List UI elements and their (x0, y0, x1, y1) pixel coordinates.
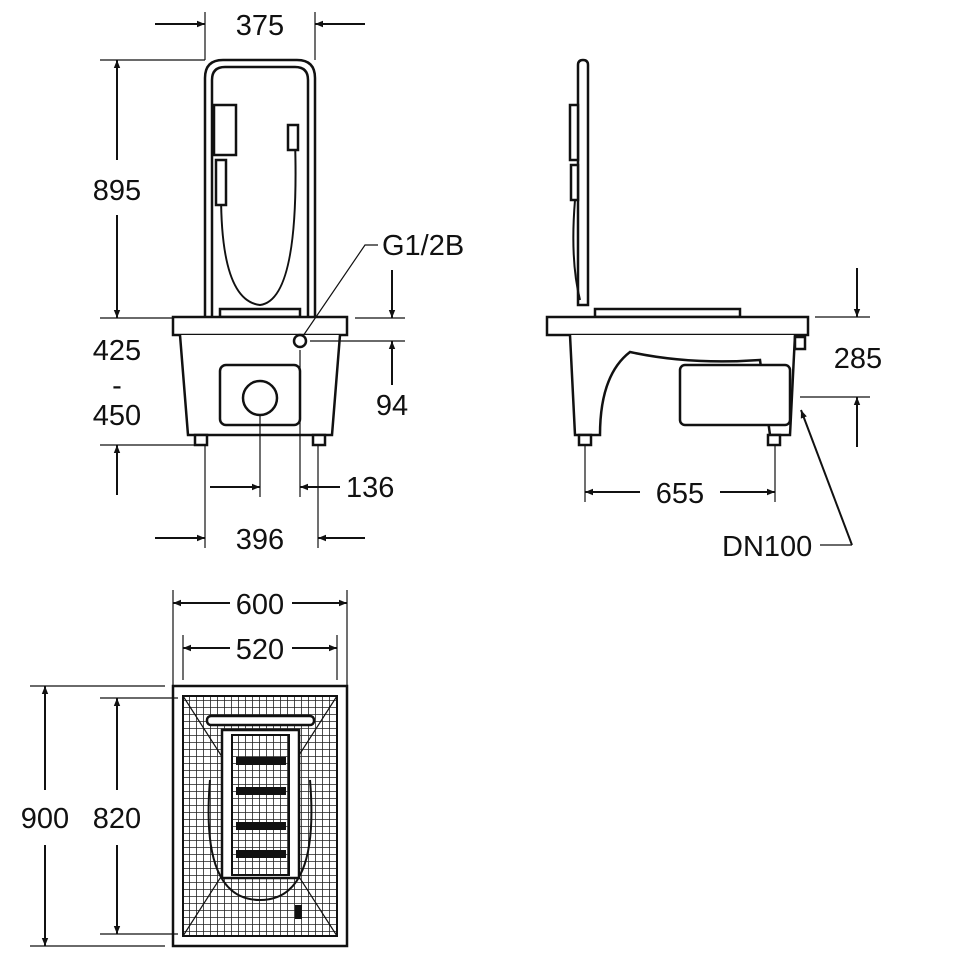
basin-top-side (545, 315, 810, 337)
foot-right (311, 433, 327, 447)
label-g1-2b: G1/2B (382, 230, 464, 262)
connection-side (793, 335, 807, 351)
shower-panel (576, 58, 590, 307)
dim-520: 520 (236, 634, 284, 666)
valve-top (295, 905, 302, 919)
dim-450: 450 (93, 400, 141, 432)
dim-900: 900 (21, 803, 69, 835)
dim-600: 600 (236, 589, 284, 621)
foot-side-left (577, 433, 593, 447)
fittings-top (236, 757, 286, 858)
top-view: 600 520 900 820 (21, 589, 349, 948)
dim-396: 396 (236, 524, 284, 556)
shower-head (212, 103, 238, 157)
dim-375: 375 (236, 10, 284, 42)
dim-655: 655 (656, 478, 704, 510)
hose-side (572, 199, 581, 301)
dim-136: 136 (346, 472, 394, 504)
hand-shower-side (569, 163, 580, 202)
basin-top (171, 315, 349, 337)
drain-box-side (678, 363, 792, 427)
basin-body-side (568, 334, 797, 437)
hand-shower (214, 158, 228, 207)
panel-top (205, 714, 316, 727)
panel-controls (568, 103, 580, 162)
side-view: 285 655 DN100 (545, 58, 882, 563)
dim-895: 895 (93, 175, 141, 207)
drain-outlet (241, 379, 279, 417)
hose-top (207, 779, 313, 902)
foot-side-right (766, 433, 782, 447)
dim-820: 820 (93, 803, 141, 835)
dim-285: 285 (834, 343, 882, 375)
water-connection (292, 333, 308, 349)
dim-94: 94 (376, 390, 408, 422)
dim-sep: - (112, 370, 122, 402)
shower-hose (220, 139, 297, 307)
front-view: 375 895 425 - 450 94 G1/2B 136 396 (93, 10, 464, 556)
foot-left (193, 433, 209, 447)
label-dn100: DN100 (722, 531, 812, 563)
valve (286, 123, 300, 152)
dim-425: 425 (93, 335, 141, 367)
